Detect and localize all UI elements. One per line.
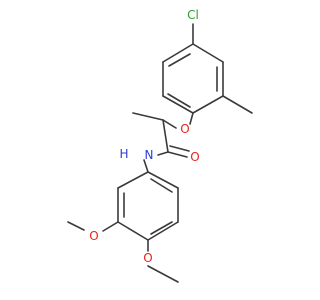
atom-labels: Cl O O N H O O: [89, 8, 199, 265]
bond: [167, 93, 191, 108]
bond: [162, 43, 194, 63]
bond: [162, 95, 194, 114]
atom-o-carbonyl: O: [190, 150, 199, 164]
bonds: [67, 23, 253, 283]
bond: [117, 221, 149, 241]
bond: [192, 43, 224, 63]
bond: [102, 221, 119, 232]
bond: [168, 53, 191, 67]
bond: [67, 221, 85, 231]
bond: [150, 221, 173, 235]
atom-o-methoxy-4: O: [143, 251, 152, 265]
bond: [167, 151, 188, 158]
bond: [132, 112, 164, 121]
bond: [189, 112, 194, 125]
atom-o-ether: O: [180, 122, 189, 136]
atom-h-amide: H: [119, 147, 128, 161]
bond: [147, 221, 179, 241]
molecule-drawing: Cl O O N H O O: [67, 8, 253, 283]
bond: [222, 95, 253, 114]
bond: [157, 151, 169, 156]
bond: [169, 145, 190, 152]
structure-canvas: Cl O O N H O O: [67, 8, 253, 283]
bond: [150, 178, 173, 193]
bond: [147, 265, 179, 283]
atom-cl: Cl: [187, 8, 199, 22]
bond: [162, 119, 177, 129]
atom-n-amide: N: [145, 148, 154, 162]
bond: [192, 95, 224, 114]
bond: [162, 119, 169, 153]
bond: [143, 159, 149, 173]
bond: [117, 171, 149, 189]
atom-o-methoxy-3: O: [89, 229, 98, 243]
bond: [147, 171, 179, 189]
